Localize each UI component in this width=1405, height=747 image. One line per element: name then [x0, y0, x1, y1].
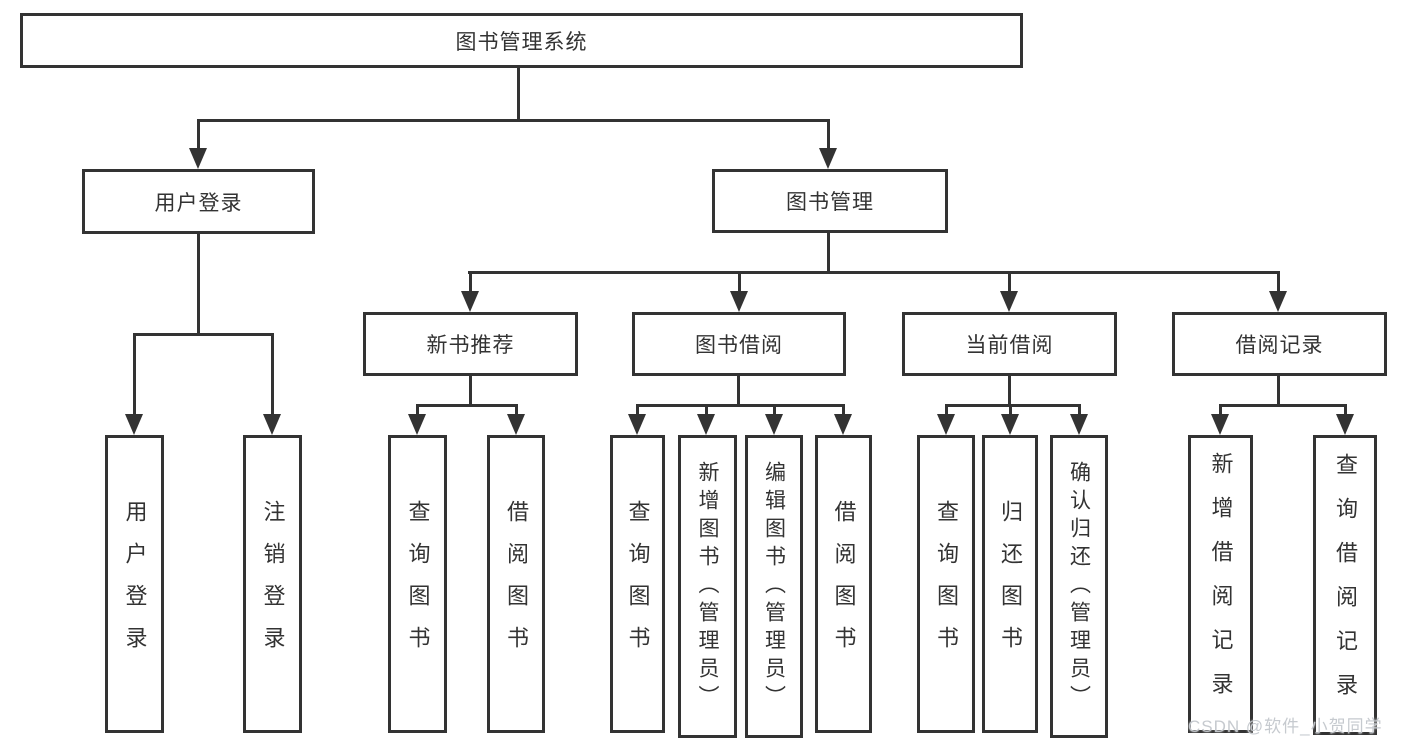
line-segment	[469, 271, 472, 293]
arrowhead	[730, 291, 748, 312]
line-segment	[517, 68, 520, 120]
node-label: 归还图书	[998, 500, 1023, 668]
arrowhead	[507, 414, 525, 435]
leaf-user-login: 用户登录	[105, 435, 164, 733]
line-segment	[1277, 271, 1280, 293]
leaf-confirm-return-admin: 确认归还（管理员）	[1050, 435, 1108, 738]
node-label: 图书管理	[786, 191, 874, 214]
node-label: 编辑图书（管理员）	[762, 460, 786, 713]
line-segment	[945, 404, 948, 416]
leaf-add-books-admin: 新增图书（管理员）	[678, 435, 737, 738]
leaf-borrow-books-recommend: 借阅图书	[487, 435, 545, 733]
line-segment	[1078, 404, 1081, 416]
node-label: 借阅图书	[831, 500, 857, 668]
line-segment	[133, 333, 274, 336]
line-segment	[271, 333, 274, 415]
node-label: 查询图书	[405, 500, 431, 668]
node-label: 当前借阅	[965, 334, 1054, 357]
line-segment	[842, 404, 845, 416]
node-label: 确认归还（管理员）	[1067, 460, 1091, 713]
node-label: 用户登录	[122, 500, 148, 668]
node-label: 查询图书	[934, 500, 959, 668]
line-segment	[1277, 376, 1280, 407]
line-segment	[468, 271, 1280, 274]
leaf-query-books-borrowing: 查询图书	[610, 435, 665, 733]
arrowhead	[125, 414, 143, 435]
line-segment	[197, 119, 200, 151]
line-segment	[1008, 376, 1011, 407]
arrowhead	[1211, 414, 1229, 435]
leaf-borrow-books-borrowing: 借阅图书	[815, 435, 872, 733]
node-label: 用户登录	[154, 191, 243, 215]
leaf-return-books: 归还图书	[982, 435, 1038, 733]
line-segment	[469, 376, 472, 407]
line-segment	[945, 404, 1081, 407]
node-label: 图书管理系统	[455, 30, 588, 54]
leaf-edit-books-admin: 编辑图书（管理员）	[745, 435, 803, 738]
line-segment	[197, 119, 830, 122]
line-segment	[133, 333, 136, 415]
line-segment	[416, 404, 419, 416]
line-segment	[1219, 404, 1222, 416]
node-label: 新增借阅记录	[1208, 452, 1234, 716]
node-borrowing-records: 借阅记录	[1172, 312, 1387, 376]
node-label: 查询图书	[625, 500, 651, 668]
line-segment	[827, 233, 830, 274]
line-segment	[416, 404, 518, 407]
arrowhead	[834, 414, 852, 435]
leaf-logout: 注销登录	[243, 435, 302, 733]
node-label: 新增图书（管理员）	[696, 460, 719, 713]
node-book-borrowing: 图书借阅	[632, 312, 846, 376]
leaf-query-books-recommend: 查询图书	[388, 435, 447, 733]
node-new-book-recommendation: 新书推荐	[363, 312, 578, 376]
node-label: 注销登录	[260, 500, 286, 668]
line-segment	[827, 119, 830, 151]
csdn-watermark: CSDN @软件_小贺同学	[1188, 717, 1383, 736]
arrowhead	[189, 148, 207, 169]
line-segment	[636, 404, 845, 407]
line-segment	[1344, 404, 1347, 416]
node-book-management: 图书管理	[712, 169, 948, 233]
arrowhead	[1269, 291, 1287, 312]
node-label: 新书推荐	[426, 334, 515, 357]
leaf-query-borrow-record: 查询借阅记录	[1313, 435, 1377, 735]
arrowhead	[263, 414, 281, 435]
arrowhead	[1070, 414, 1088, 435]
line-segment	[1008, 271, 1011, 293]
node-current-borrowing: 当前借阅	[902, 312, 1117, 376]
arrowhead	[1336, 414, 1354, 435]
line-segment	[773, 404, 776, 416]
arrowhead	[1000, 291, 1018, 312]
arrowhead	[408, 414, 426, 435]
line-segment	[738, 271, 741, 293]
arrowhead	[1001, 414, 1019, 435]
node-user-login: 用户登录	[82, 169, 315, 234]
node-library-management-system: 图书管理系统	[20, 13, 1023, 68]
line-segment	[737, 376, 740, 407]
arrowhead	[461, 291, 479, 312]
arrowhead	[697, 414, 715, 435]
line-segment	[636, 404, 639, 416]
leaf-add-borrow-record: 新增借阅记录	[1188, 435, 1253, 733]
arrowhead	[628, 414, 646, 435]
line-segment	[1219, 404, 1347, 407]
line-segment	[515, 404, 518, 416]
line-segment	[1009, 404, 1012, 416]
line-segment	[705, 404, 708, 416]
arrowhead	[937, 414, 955, 435]
node-label: 查询借阅记录	[1333, 453, 1358, 717]
node-label: 图书借阅	[695, 334, 783, 357]
node-label: 借阅记录	[1235, 334, 1324, 357]
arrowhead	[819, 148, 837, 169]
node-label: 借阅图书	[504, 500, 529, 668]
leaf-query-books-current: 查询图书	[917, 435, 975, 733]
line-segment	[197, 234, 200, 336]
arrowhead	[765, 414, 783, 435]
